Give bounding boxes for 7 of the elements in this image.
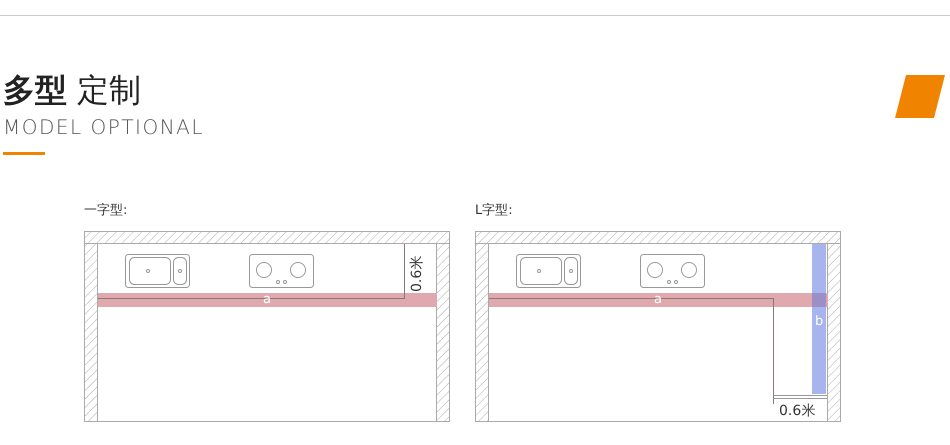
dimension-label: 0.6米 <box>779 404 816 418</box>
plan-heading: L字型: <box>475 204 513 217</box>
plan-heading: 一字型: <box>84 204 128 217</box>
dimension-label: 0.6米 <box>410 256 424 292</box>
page-title: 多型 定制 <box>3 74 142 106</box>
subtitle: MODEL OPTIONAL <box>3 117 204 137</box>
band-label: b <box>815 315 824 328</box>
